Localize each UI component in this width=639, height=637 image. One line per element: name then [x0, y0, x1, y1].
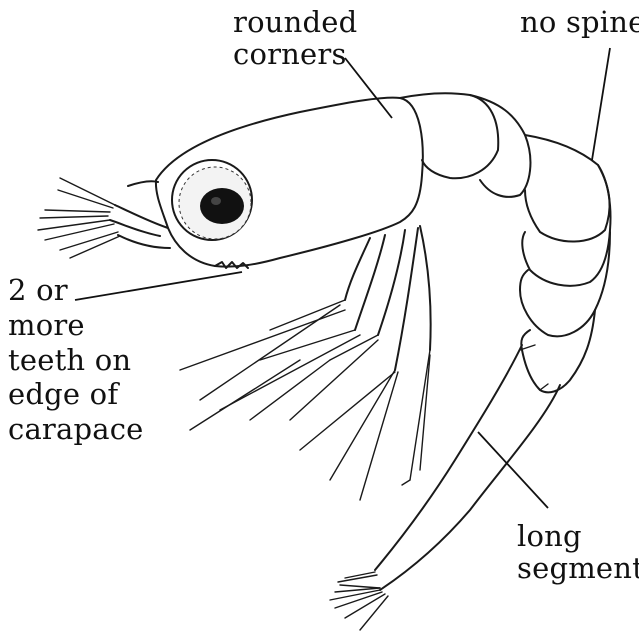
label-teeth-line5: carapace — [8, 412, 144, 447]
label-teeth-line1: 2 or — [8, 273, 144, 308]
label-rounded-corners: rounded corners — [233, 6, 357, 71]
label-rounded-corners-line2: corners — [233, 38, 357, 70]
abdomen — [375, 93, 611, 590]
label-long-segment-line1: long — [517, 520, 639, 552]
label-rounded-corners-line1: rounded — [233, 6, 357, 38]
label-no-spine: no spine — [520, 6, 639, 38]
pointer-long-segment — [478, 432, 548, 508]
pointer-no-spine — [592, 48, 610, 160]
label-teeth-on-carapace: 2 or more teeth on edge of carapace — [8, 273, 144, 447]
label-teeth-line3: teeth on — [8, 343, 144, 378]
label-long-segment: long segment — [517, 520, 639, 585]
antennae — [38, 178, 170, 258]
compound-eye — [172, 160, 252, 240]
label-teeth-line2: more — [8, 308, 144, 343]
rostrum — [128, 181, 158, 186]
label-long-segment-line2: segment — [517, 552, 639, 584]
tail-setae — [330, 572, 388, 630]
label-teeth-line4: edge of — [8, 377, 144, 412]
